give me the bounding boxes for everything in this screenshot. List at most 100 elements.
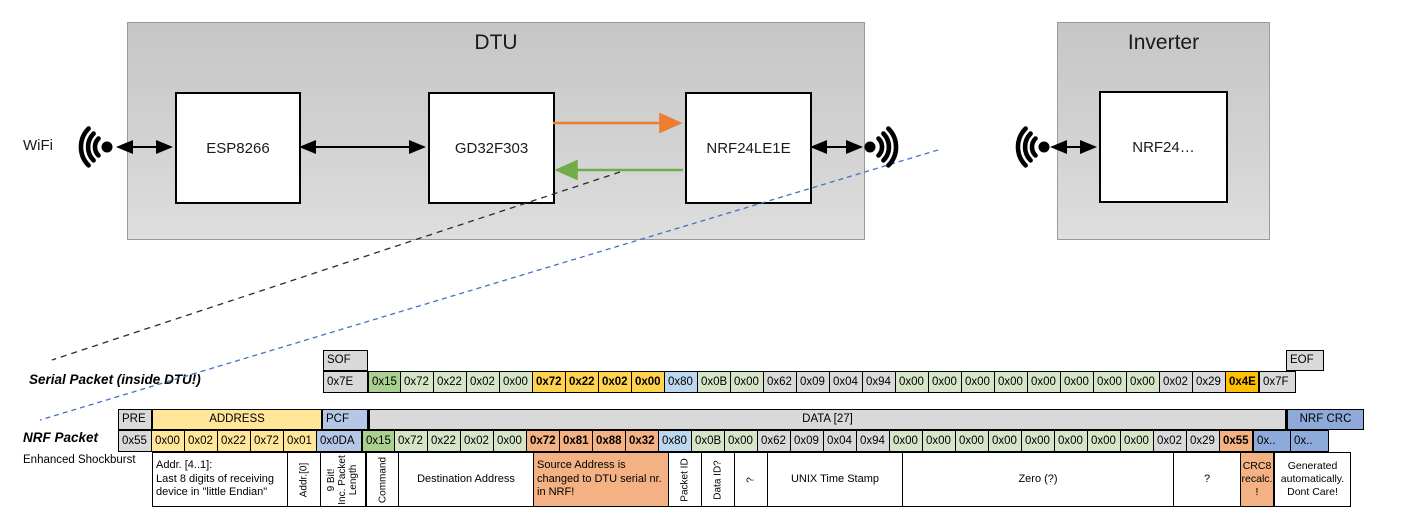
byte-cell: 0x02: [598, 371, 632, 393]
byte-cell: 0x00: [1087, 430, 1121, 452]
byte-cell: 0x72: [532, 371, 566, 393]
byte-cell: 0x00: [961, 371, 995, 393]
byte-cell: 0x22: [565, 371, 599, 393]
byte-cell: 0x55: [1219, 430, 1253, 452]
byte-cell: 0x00: [631, 371, 665, 393]
byte-cell: 0x80: [658, 430, 692, 452]
byte-cell: 0x4E: [1225, 371, 1259, 393]
byte-cell: 0x0B: [691, 430, 725, 452]
annotation-cell: CRC8 recalc. !: [1240, 452, 1274, 507]
rx-antenna-icon: [1018, 129, 1050, 166]
annotation-cell: Command: [365, 452, 399, 507]
byte-cell: 0x09: [790, 430, 824, 452]
byte-cell: 0x00: [922, 430, 956, 452]
byte-cell: 0x00: [928, 371, 962, 393]
byte-cell: 0x15: [361, 430, 395, 452]
nrf-crc-values: 0x..0x..: [1252, 430, 1329, 452]
pcf-value-cell: 0x0DA: [316, 430, 362, 452]
inverter-nrf24-label: NRF24…: [1132, 138, 1195, 156]
annotation-row: Addr. [4..1]: Last 8 digits of receiving…: [152, 452, 1351, 507]
annotation-cell: Zero (?): [902, 452, 1174, 507]
byte-cell: 0x00: [1054, 430, 1088, 452]
tx-antenna-icon: [865, 129, 897, 166]
serial-packet-label: Serial Packet (inside DTU!): [29, 372, 201, 387]
wifi-label: WiFi: [23, 137, 53, 154]
sof-header-cell: SOF: [323, 350, 368, 371]
byte-cell: 0x00: [499, 371, 533, 393]
byte-cell: 0x04: [829, 371, 863, 393]
byte-cell: 0x00: [1027, 371, 1061, 393]
annotation-cell: Packet ID: [668, 452, 702, 507]
byte-cell: 0x81: [559, 430, 593, 452]
byte-cell: 0x00: [988, 430, 1022, 452]
byte-cell: 0x22: [427, 430, 461, 452]
byte-cell: 0x00: [889, 430, 923, 452]
annotation-cell: Addr. [4..1]: Last 8 digits of receiving…: [152, 452, 288, 507]
esp8266-box: ESP8266: [175, 92, 301, 204]
eof-header-cell: EOF: [1286, 350, 1324, 371]
nrf-packet-label: NRF Packet: [23, 430, 99, 445]
byte-cell: 0x88: [592, 430, 626, 452]
byte-cell: 0x00: [1120, 430, 1154, 452]
byte-cell: 0x94: [856, 430, 890, 452]
byte-cell: 0x00: [1021, 430, 1055, 452]
annotation-cell: ?: [1173, 452, 1241, 507]
byte-cell: 0x29: [1192, 371, 1226, 393]
byte-cell: 0x00: [151, 430, 185, 452]
nrf-crc-header-cell: NRF CRC: [1286, 409, 1364, 430]
byte-cell: 0x00: [730, 371, 764, 393]
byte-cell: 0x29: [1186, 430, 1220, 452]
byte-cell: 0x00: [1126, 371, 1160, 393]
byte-cell: 0x72: [526, 430, 560, 452]
annotation-cell: Generated automatically. Dont Care!: [1273, 452, 1351, 507]
byte-cell: 0x09: [796, 371, 830, 393]
byte-cell: 0x00: [895, 371, 929, 393]
byte-cell: 0x02: [460, 430, 494, 452]
nrf24le1e-label: NRF24LE1E: [706, 139, 791, 157]
byte-cell: 0x72: [394, 430, 428, 452]
byte-cell: 0x22: [433, 371, 467, 393]
byte-cell: 0x00: [955, 430, 989, 452]
inverter-title: Inverter: [1127, 31, 1200, 54]
byte-cell: 0x22: [217, 430, 251, 452]
annotation-cell: Source Address is changed to DTU serial …: [533, 452, 669, 507]
annotation-cell: UNIX Time Stamp: [767, 452, 903, 507]
byte-cell: 0x00: [724, 430, 758, 452]
dtu-title: DTU: [474, 31, 518, 54]
annotation-cell: ?: [734, 452, 768, 507]
enhanced-shockburst-label: Enhanced Shockburst: [23, 454, 136, 466]
byte-cell: 0x02: [1153, 430, 1187, 452]
annotation-cell: 9 Bit! Inc. Packet Length: [320, 452, 366, 507]
byte-cell: 0x62: [757, 430, 791, 452]
byte-cell: 0x02: [1159, 371, 1193, 393]
byte-cell: 0x00: [1060, 371, 1094, 393]
pre-header-cell: PRE: [118, 409, 152, 430]
pcf-header-cell: PCF: [322, 409, 368, 430]
nrf24le1e-box: NRF24LE1E: [685, 92, 812, 204]
pre-value-cell: 0x55: [118, 430, 152, 452]
byte-cell: 0x02: [466, 371, 500, 393]
byte-cell: 0x02: [184, 430, 218, 452]
byte-cell: 0x72: [400, 371, 434, 393]
byte-cell: 0x04: [823, 430, 857, 452]
byte-cell: 0x72: [250, 430, 284, 452]
byte-cell: 0x..: [1252, 430, 1291, 452]
byte-cell: 0x00: [994, 371, 1028, 393]
gd32f303-box: GD32F303: [428, 92, 555, 204]
byte-cell: 0x01: [283, 430, 317, 452]
annotation-cell: Destination Address: [398, 452, 534, 507]
gd32f303-label: GD32F303: [454, 139, 529, 157]
annotation-cell: Data ID?: [701, 452, 735, 507]
inverter-nrf24-box: NRF24…: [1099, 91, 1228, 203]
byte-cell: 0x94: [862, 371, 896, 393]
wifi-signal-icon: [81, 129, 113, 166]
byte-cell: 0x00: [493, 430, 527, 452]
esp8266-label: ESP8266: [206, 139, 270, 157]
byte-cell: 0x32: [625, 430, 659, 452]
byte-cell: 0x15: [367, 371, 401, 393]
sof-value-cell: 0x7E: [323, 371, 368, 393]
